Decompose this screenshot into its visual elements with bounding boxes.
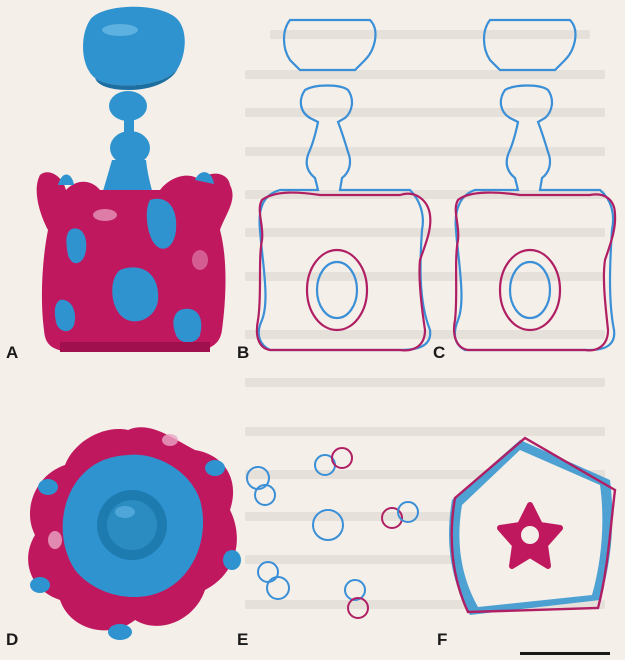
stalk-ball-1 [109, 91, 147, 121]
panel-label-f: F [437, 630, 447, 650]
panel-f-contours [449, 438, 615, 655]
panel-c-contours [454, 20, 615, 350]
panel-d-rendering [28, 427, 241, 640]
stalk-ball-2 [110, 131, 150, 165]
panel-e-contours [247, 448, 418, 618]
panel-label-a: A [6, 343, 18, 363]
panel-label-e: E [237, 630, 248, 650]
cap-blob [83, 7, 185, 86]
panel-a-rendering [37, 7, 233, 352]
panel-label-b: B [237, 343, 249, 363]
scale-bar [520, 652, 610, 655]
panel-label-c: C [433, 343, 445, 363]
panel-label-d: D [6, 630, 18, 650]
panel-b-contours [257, 20, 430, 350]
